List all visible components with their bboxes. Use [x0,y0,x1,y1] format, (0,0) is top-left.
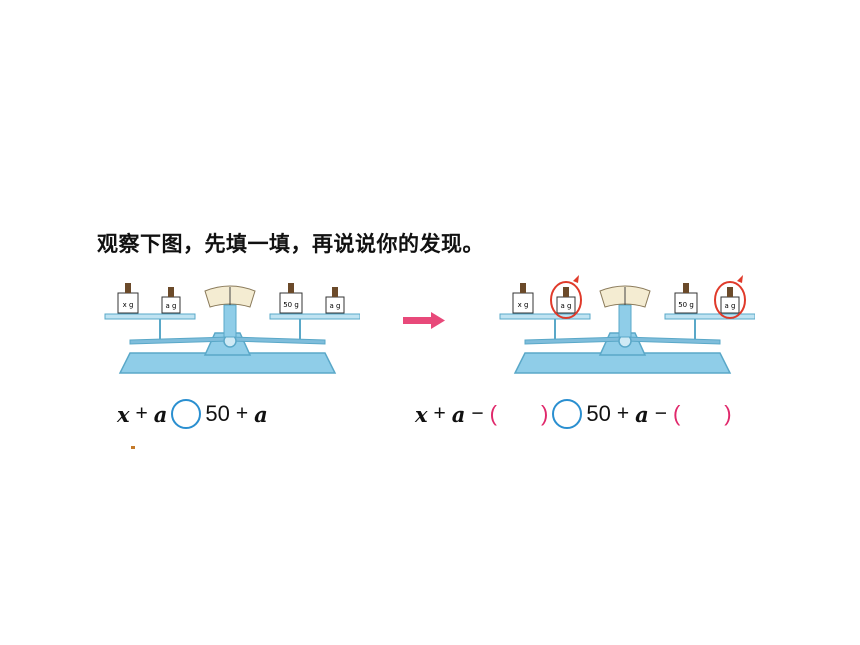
weight-50-left: 50 g [279,283,303,314]
weight-a-removed-right: a g [714,275,746,319]
equation-after: x + a − ( ) 50 + a − ( ) [415,399,732,429]
left-paren: ( [489,401,497,426]
plus-sign: + [616,402,630,425]
weight-x-after: x g [512,283,534,314]
var-a: a [451,401,466,427]
right-paren: ) [724,401,732,426]
weight-a-left: a g [161,287,181,314]
number-50: 50 [205,401,230,426]
balance-scale-before: x g a g 50 g a g [104,283,360,374]
var-x: x [415,401,428,427]
weight-50-after: 50 g [674,283,698,314]
compare-circle[interactable] [552,399,583,429]
svg-text:a g: a g [166,302,177,310]
instruction-text: 观察下图，先填一填，再说说你的发现。 [97,232,484,256]
svg-text:a g: a g [330,302,341,310]
var-a: a [153,401,168,427]
minus-sign: − [654,402,667,425]
svg-text:50 g: 50 g [678,301,694,309]
var-a: a [635,401,649,427]
balance-scale-after: x g a g 50 g a g [499,275,755,374]
left-paren: ( [672,401,681,426]
plus-sign: + [235,402,249,425]
plus-sign: + [135,402,148,425]
svg-text:a g: a g [561,302,572,310]
equation-before: x + a 50 + a [117,399,268,429]
compare-circle[interactable] [171,399,202,429]
svg-text:50 g: 50 g [283,301,299,309]
svg-text:a g: a g [725,302,736,310]
var-a: a [254,401,268,427]
right-arrow-icon [403,312,445,329]
stray-mark [131,446,135,449]
plus-sign: + [433,402,446,425]
minus-sign: − [471,402,484,425]
weight-a-removed-left: a g [550,275,582,319]
svg-text:x g: x g [518,301,529,309]
var-x: x [117,401,130,427]
svg-text:x g: x g [123,301,134,309]
weight-x-left: x g [117,283,139,314]
number-50: 50 [586,401,611,426]
right-paren: ) [541,401,549,426]
weight-a-right: a g [325,287,345,314]
